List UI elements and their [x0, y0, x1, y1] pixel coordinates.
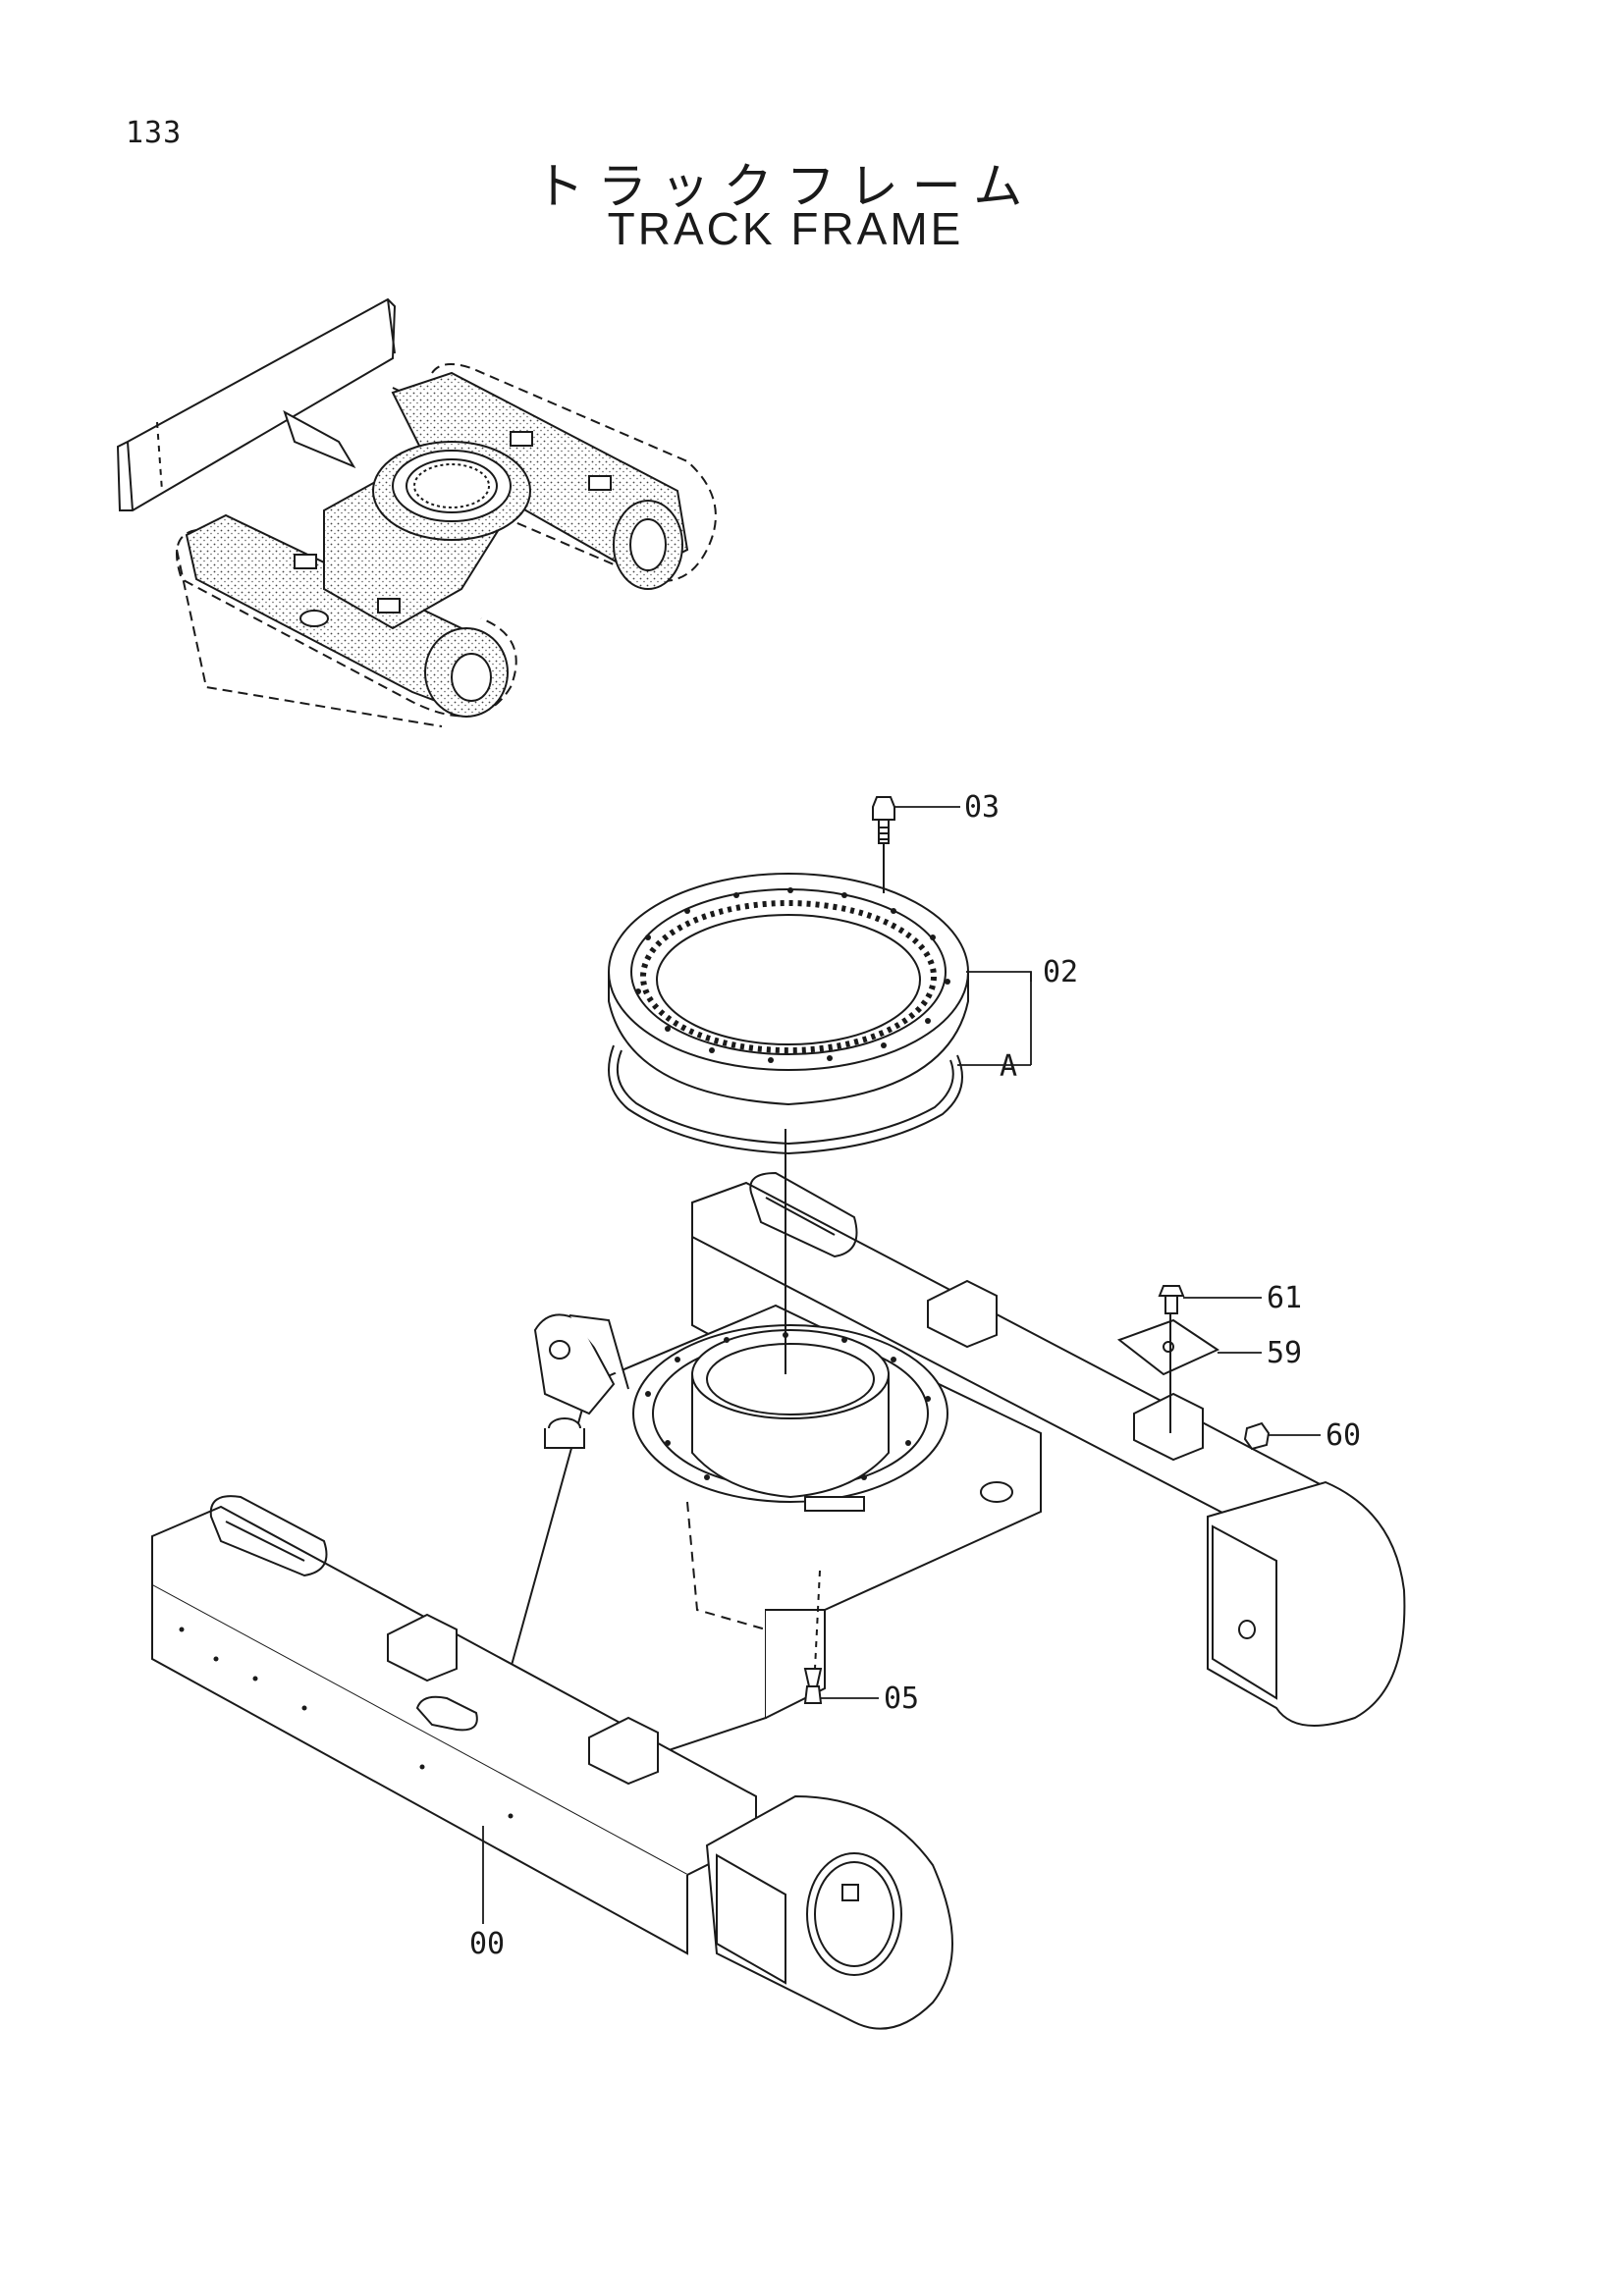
bolt-03	[872, 796, 895, 844]
callout-02: 02	[1043, 955, 1078, 989]
leader-lines	[482, 806, 1321, 1924]
callout-00: 00	[469, 1927, 505, 1961]
track-frame	[151, 1171, 1406, 2030]
reference-lines	[686, 842, 1171, 1670]
callout-05: 05	[884, 1682, 919, 1716]
callout-03: 03	[964, 790, 1000, 825]
callout-61: 61	[1267, 1281, 1302, 1315]
callout-60: 60	[1326, 1418, 1361, 1453]
title-japanese: トラックフレーム	[534, 158, 1037, 215]
title-english: TRACK FRAME	[607, 203, 964, 254]
callout-a: A	[1000, 1049, 1017, 1084]
swing-bearing	[608, 873, 969, 1155]
page-number: 133	[126, 116, 183, 150]
callout-59: 59	[1267, 1336, 1302, 1370]
overview-machine-thumbnail	[116, 297, 717, 727]
